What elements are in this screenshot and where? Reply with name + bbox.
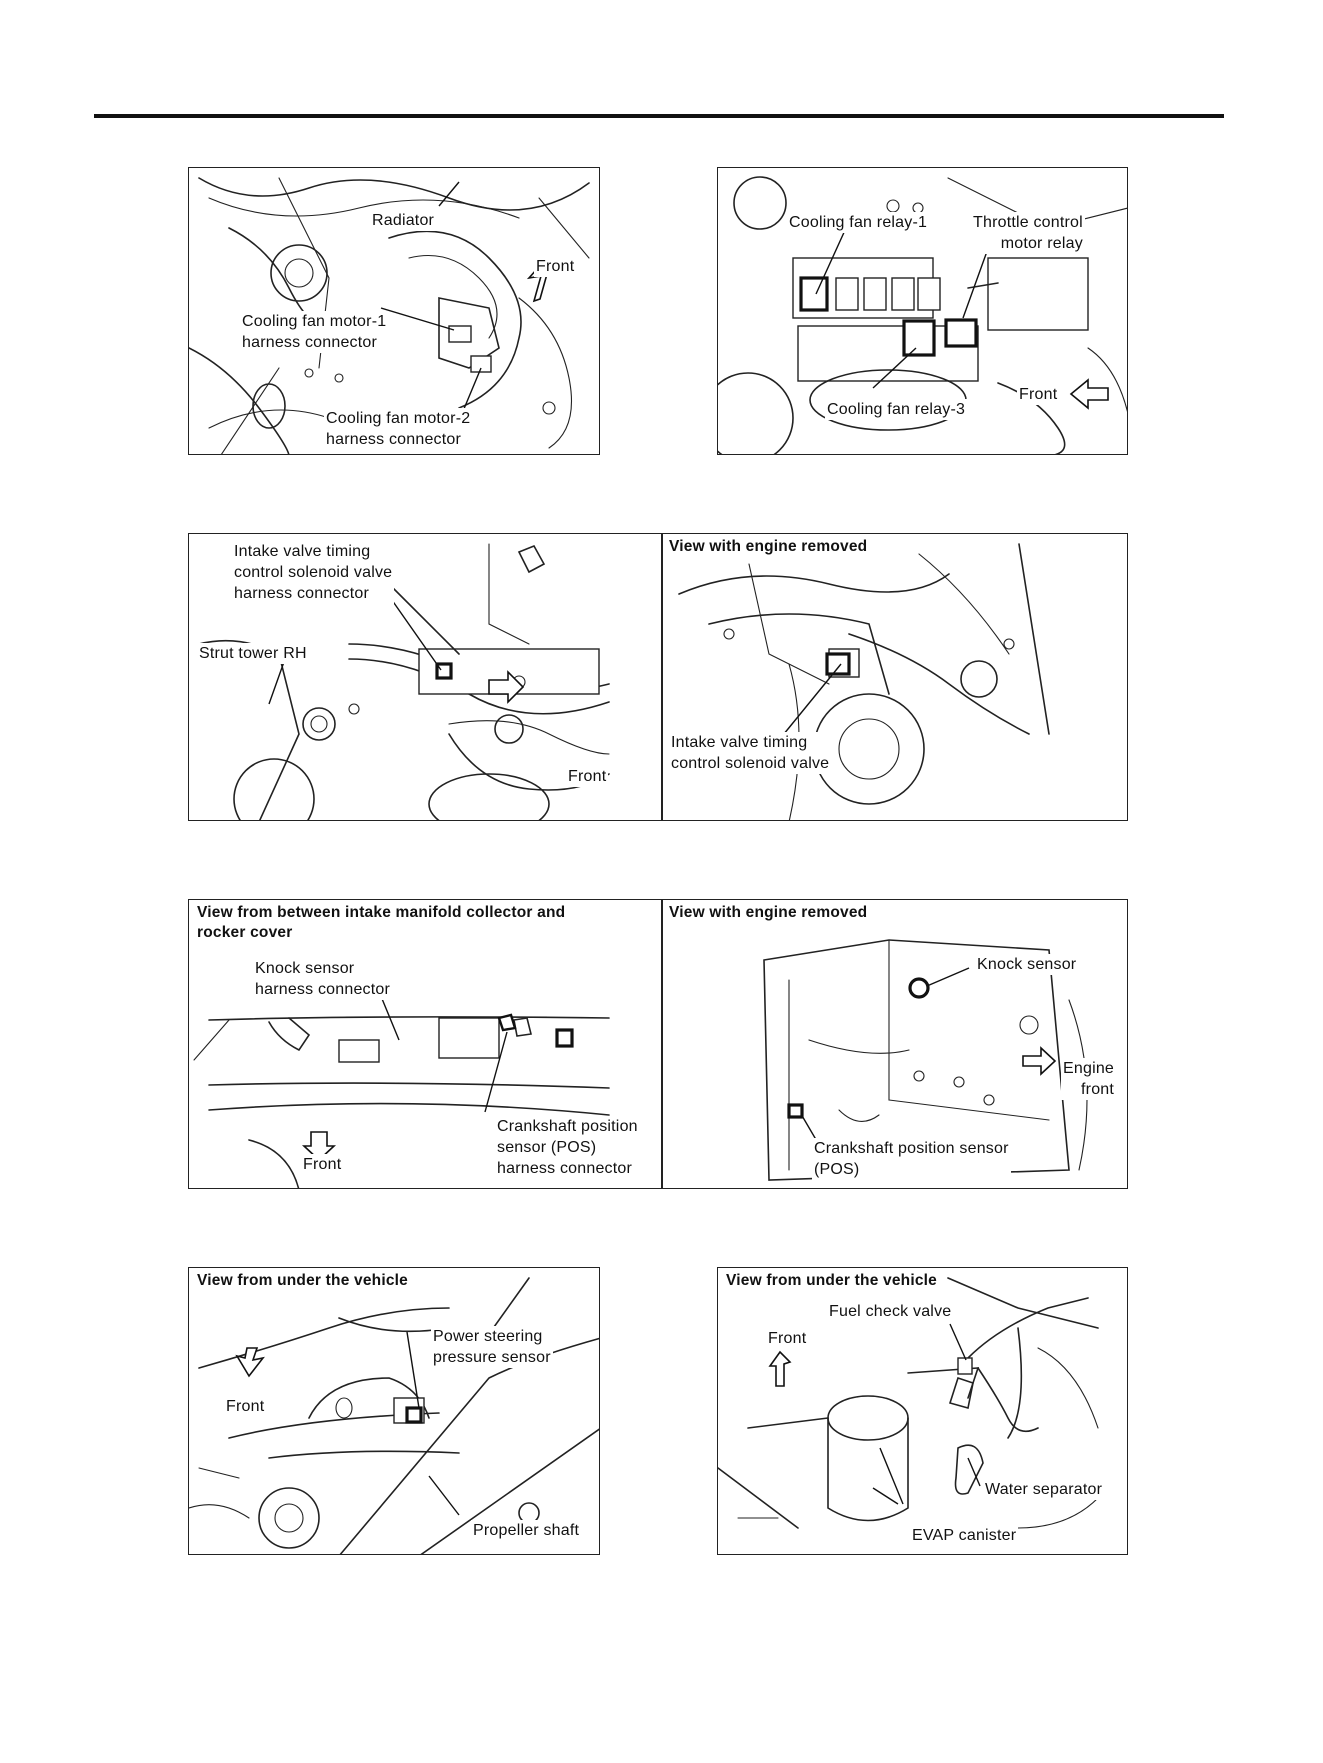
label-front: Front xyxy=(224,1396,267,1417)
front-arrow xyxy=(488,670,525,704)
label-front: Front xyxy=(566,766,609,787)
header-view-under-vehicle: View from under the vehicle xyxy=(724,1271,939,1291)
view-divider xyxy=(661,900,663,1188)
label-fuel-check-valve: Fuel check valve xyxy=(827,1301,954,1322)
panel-power-steering: View from under the vehicle Power steeri… xyxy=(188,1267,600,1555)
view-divider xyxy=(661,534,663,820)
label-knock-sensor-harness-connector: Knock sensor harness connector xyxy=(253,958,393,1000)
label-front: Front xyxy=(1017,384,1060,405)
label-cooling-fan-relay-3: Cooling fan relay-3 xyxy=(825,399,968,420)
header-view-under-vehicle: View from under the vehicle xyxy=(195,1271,410,1291)
label-power-steering-pressure-sensor: Power steering pressure sensor xyxy=(431,1326,553,1368)
panel-evap-canister: View from under the vehicle Fuel check v… xyxy=(717,1267,1128,1555)
panel-intake-valve-timing: Intake valve timing control solenoid val… xyxy=(188,533,1128,821)
panel-cooling-fan-relays: Cooling fan relay-1 Throttle control mot… xyxy=(717,167,1128,455)
label-engine-front: Engine front xyxy=(1061,1058,1117,1100)
label-water-separator: Water separator xyxy=(983,1479,1105,1500)
label-front: Front xyxy=(766,1328,809,1349)
front-arrow xyxy=(768,1350,792,1387)
label-intake-valve-timing-solenoid-valve: Intake valve timing control solenoid val… xyxy=(669,732,832,774)
front-arrow xyxy=(1069,378,1109,410)
front-arrow xyxy=(235,1347,265,1378)
knock-crank-illustration xyxy=(193,939,1088,1188)
panel-cooling-fan-motor: Radiator Front Cooling fan motor-1 harne… xyxy=(188,167,600,455)
panel-knock-crankshaft: View from between intake manifold collec… xyxy=(188,899,1128,1189)
evap-canister-illustration xyxy=(718,1277,1099,1529)
label-crankshaft-position-sensor: Crankshaft position sensor (POS) xyxy=(812,1138,1011,1180)
engine-front-arrow xyxy=(1022,1046,1057,1076)
label-propeller-shaft: Propeller shaft xyxy=(471,1520,582,1541)
header-view-between-collector-and-rocker-cover: View from between intake manifold collec… xyxy=(195,903,568,943)
label-strut-tower-rh: Strut tower RH xyxy=(197,643,309,664)
label-evap-canister: EVAP canister xyxy=(910,1525,1019,1546)
label-intake-valve-timing-harness-connector: Intake valve timing control solenoid val… xyxy=(232,541,395,604)
header-view-engine-removed: View with engine removed xyxy=(667,537,870,557)
label-cooling-fan-relay-1: Cooling fan relay-1 xyxy=(787,212,930,233)
top-rule xyxy=(94,114,1224,118)
relay-box-illustration xyxy=(718,176,1127,454)
label-knock-sensor: Knock sensor xyxy=(975,954,1079,975)
label-cooling-fan-motor-2: Cooling fan motor-2 harness connector xyxy=(324,408,473,450)
header-view-engine-removed: View with engine removed xyxy=(667,903,870,923)
label-front: Front xyxy=(534,256,577,277)
label-front: Front xyxy=(301,1154,344,1175)
label-crankshaft-position-sensor-harness-connector: Crankshaft position sensor (POS) harness… xyxy=(495,1116,640,1179)
front-arrow xyxy=(301,1131,337,1162)
label-radiator: Radiator xyxy=(370,210,437,231)
label-throttle-control-motor-relay: Throttle control motor relay xyxy=(971,212,1085,254)
label-cooling-fan-motor-1: Cooling fan motor-1 harness connector xyxy=(240,311,389,353)
